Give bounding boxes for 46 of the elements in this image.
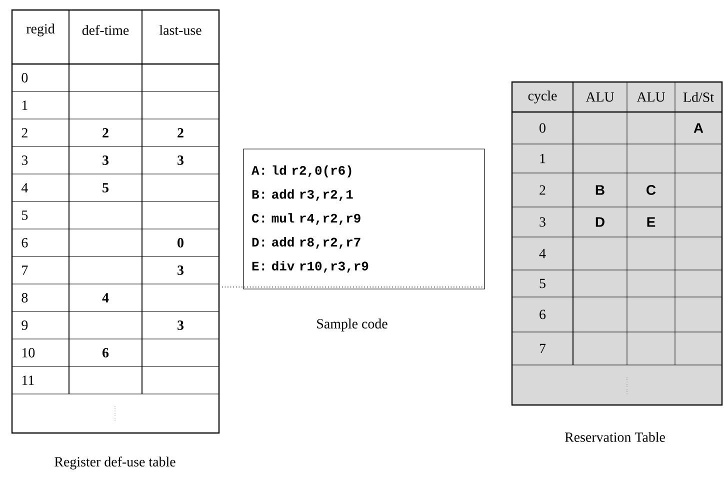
cell-value: 3 <box>178 156 184 165</box>
cell-value: A <box>694 123 704 133</box>
column-header: Ld/St <box>683 92 714 102</box>
cell-value: 3 <box>178 266 184 275</box>
row-number: 4 <box>539 248 546 258</box>
row-number: 0 <box>540 123 546 133</box>
row-number: 3 <box>540 217 546 227</box>
row-number: 5 <box>22 210 28 220</box>
column-header: cycle <box>528 90 557 104</box>
row-number: 1 <box>540 154 546 164</box>
cell-value: C <box>646 185 656 195</box>
row-number: 10 <box>22 348 35 358</box>
row-number: 2 <box>540 185 546 195</box>
column-header: ALU <box>586 92 614 102</box>
cell-value: 2 <box>102 128 108 138</box>
cell-value: 4 <box>102 293 109 302</box>
column-header: def-time <box>82 25 129 35</box>
caption: Sample code <box>317 318 388 332</box>
row-number: 2 <box>22 128 28 138</box>
row-number: 6 <box>22 238 28 248</box>
row-number: 0 <box>22 73 28 82</box>
row-number: 1 <box>22 100 28 110</box>
cell-value: 3 <box>178 320 184 330</box>
row-number: 7 <box>540 344 546 354</box>
row-number: 3 <box>22 156 28 165</box>
cell-value: 3 <box>102 156 109 165</box>
column-header: last-use <box>159 25 202 35</box>
cell-value: 0 <box>178 238 184 248</box>
cell-value: E <box>647 217 656 227</box>
cell-value: 6 <box>102 348 109 358</box>
row-number: 6 <box>540 310 546 320</box>
row-number: 7 <box>22 266 28 275</box>
column-header: ALU <box>636 92 666 102</box>
cell-value: B <box>596 185 604 195</box>
column-header: regid <box>26 24 55 36</box>
row-number: 5 <box>540 278 546 288</box>
code-box: A: ld r2,0(r6) B: add r3,r2,1 C: mul r4,r2,r9 D: add r8,r2,r7 E: div r10,r3,r9 <box>243 148 485 290</box>
row-number: 11 <box>22 376 34 385</box>
caption: Reservation Table <box>564 432 665 442</box>
cell-value: D <box>596 217 604 227</box>
row-number: 4 <box>21 183 28 192</box>
caption: Register def-use table <box>54 456 176 470</box>
cell-value: 5 <box>102 183 108 192</box>
cell-value: 2 <box>178 128 184 138</box>
row-number: 8 <box>22 293 28 302</box>
row-number: 9 <box>22 320 28 330</box>
